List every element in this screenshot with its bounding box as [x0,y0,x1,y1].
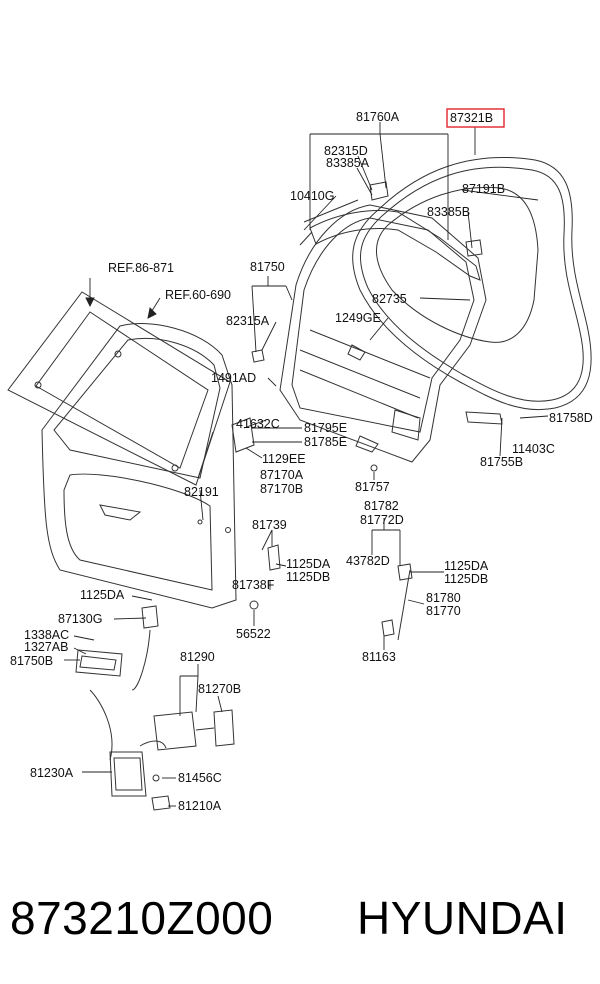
label-82735: 82735 [372,292,407,306]
reference-arrows [85,297,157,319]
label-81795e: 81795E [304,421,347,435]
liftgate-glass [7,291,231,486]
label-81739: 81739 [252,518,287,532]
label-87321b: 87321B [450,111,493,125]
tailgate-inner-trim [279,204,487,463]
label-82315d: 82315D [324,144,368,158]
latch-and-handle [75,605,235,811]
label-81230a: 81230A [30,766,74,780]
label-ref-86-871: REF.86-871 [108,261,174,275]
label-81210a: 81210A [178,799,222,813]
label-1338ac: 1338AC [24,628,69,642]
label-81750b: 81750B [10,654,53,668]
label-41632c: 41632C [236,417,280,431]
weatherstrip-seal [352,157,592,411]
label-81782: 81782 [364,499,399,513]
label-81780: 81780 [426,591,461,605]
label-1125da-b: 1125DA [444,559,489,573]
label-81738f: 81738F [232,578,275,592]
label-81785e: 81785E [304,435,347,449]
label-87170a: 87170A [260,468,304,482]
label-82315a: 82315A [226,314,270,328]
label-81770: 81770 [426,604,461,618]
parts-diagram: 81760A 87321B 82315D 83385A 87191B 10410… [7,108,593,813]
label-10410g: 10410G [290,189,334,203]
label-1125da-c: 1125DA [80,588,125,602]
highlighted-part-box [446,108,505,128]
label-1249ge: 1249GE [335,311,381,325]
label-81760a: 81760A [356,110,400,124]
part-labels: 81760A 87321B 82315D 83385A 87191B 10410… [10,110,593,813]
label-81456c: 81456C [178,771,222,785]
label-81758d: 81758D [549,411,593,425]
label-81750: 81750 [250,260,285,274]
label-82191: 82191 [184,485,219,499]
label-87170b: 87170B [260,482,303,496]
label-43782d: 43782D [346,554,390,568]
label-83385b: 83385B [427,205,470,219]
label-1125da-a: 1125DA [286,557,331,571]
label-81757: 81757 [355,480,390,494]
label-81755b: 81755B [480,455,523,469]
label-81290: 81290 [180,650,215,664]
label-1125db-b: 1125DB [444,572,488,586]
part-number-caption: 873210Z000 [10,892,274,944]
label-81270b: 81270B [198,682,241,696]
gas-spring [197,199,411,641]
label-ref-60-690: REF.60-690 [165,288,231,302]
label-87130g: 87130G [58,612,102,626]
label-56522: 56522 [236,627,271,641]
label-1491ad: 1491AD [211,371,256,385]
label-87191b: 87191B [462,182,505,196]
label-1129ee: 1129EE [262,452,306,466]
brand-caption: HYUNDAI [357,892,568,944]
leader-lines [64,122,549,807]
label-81163: 81163 [362,650,396,664]
tailgate-outer-panel [41,323,237,609]
label-11403c: 11403C [512,442,555,456]
label-83385a: 83385A [326,156,370,170]
label-1327ab: 1327AB [24,640,68,654]
label-81772d: 81772D [360,513,404,527]
label-1125db-a: 1125DB [286,570,330,584]
